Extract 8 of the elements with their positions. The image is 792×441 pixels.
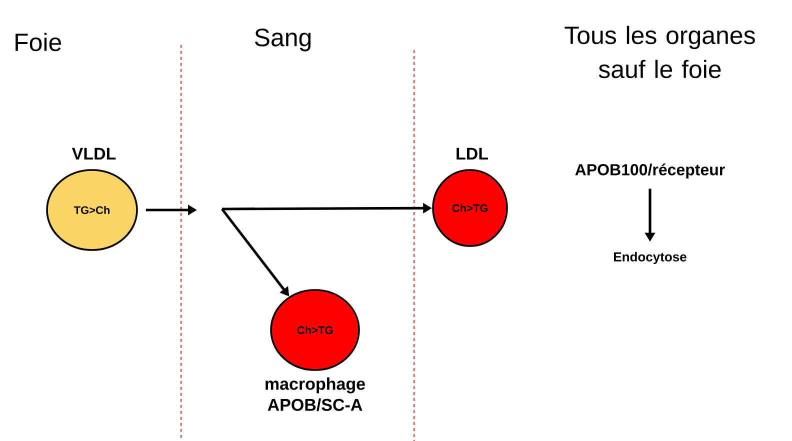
step-text: APOB100/récepteur [575,163,725,179]
particle-label: LDL [456,148,488,160]
heading: Tous les organes sauf le foie [564,26,755,78]
step-text: Endocytose [614,252,686,264]
particle-label: VLDL [72,148,116,160]
heading: Foie [16,32,62,52]
particle-label: macrophage APOB/SC-A [266,377,365,412]
heading: Sang [254,28,311,52]
